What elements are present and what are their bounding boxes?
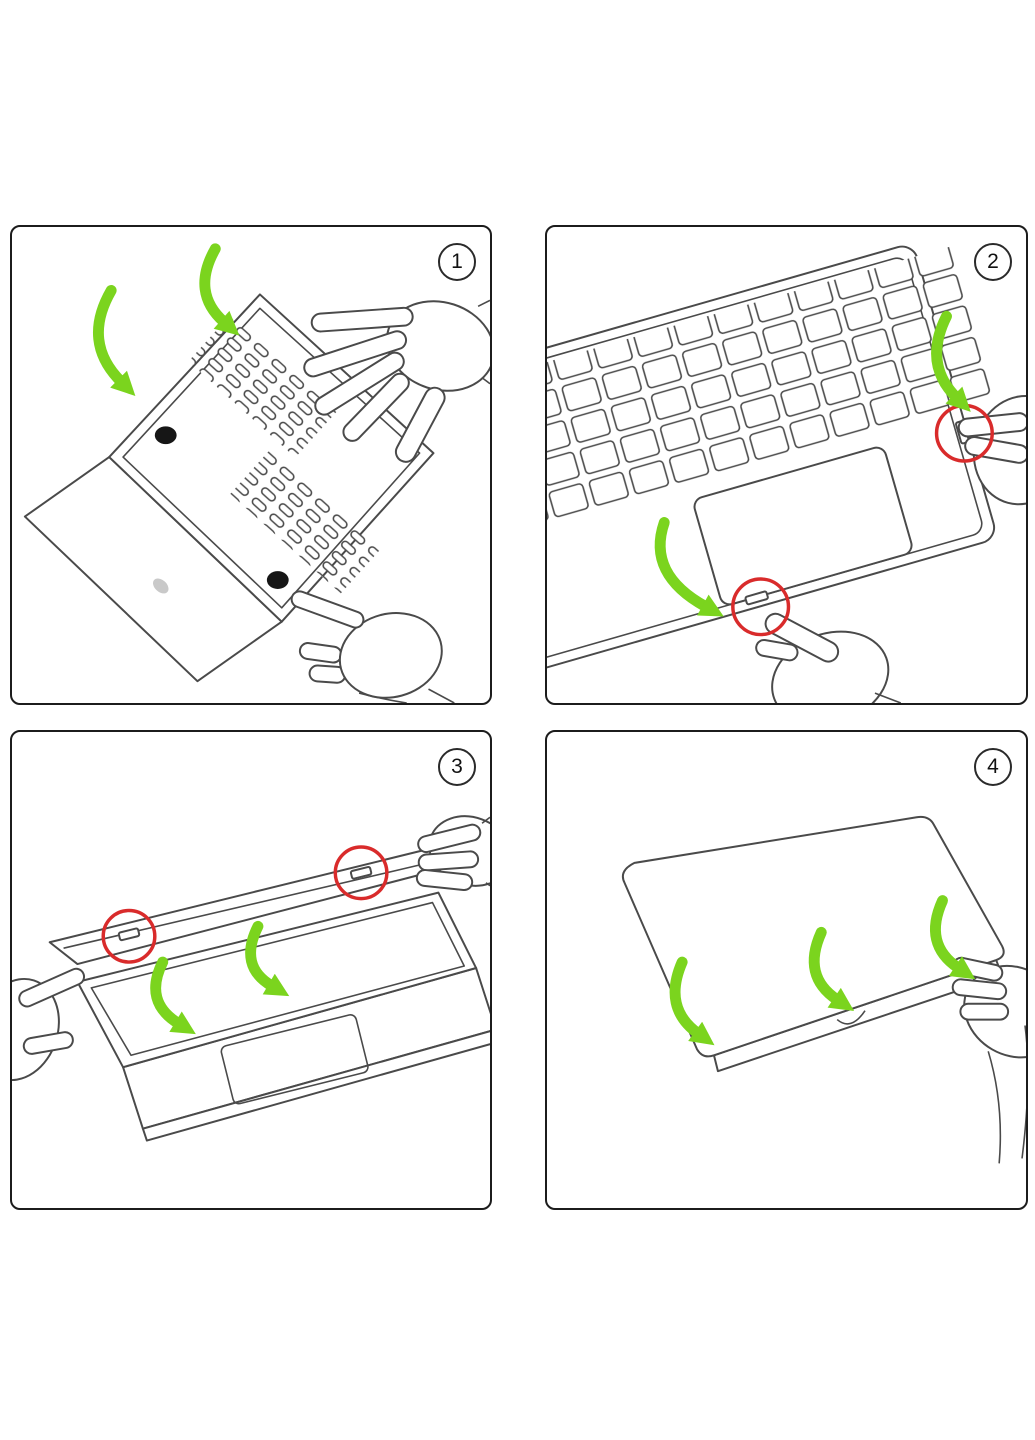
step-number: 3 [451,755,463,778]
keyboard-keys [547,246,994,529]
hand-pressing-bottom-edge [755,612,902,703]
step-number: 2 [987,250,999,273]
step-panel-4: 4 [545,730,1028,1210]
illustration-step-1 [23,243,490,703]
green-arrow-icon [654,517,724,617]
green-arrow-icon [808,926,855,1011]
logo-cutout [153,578,169,594]
step-panel-1: 1 [10,225,492,705]
rubber-foot [154,426,177,445]
step-panel-2: 2 [545,225,1028,705]
hand-holding-left [12,967,86,1082]
hand-holding-corner [290,590,455,703]
thumb-notch [836,1010,866,1025]
vent-grille-bottom [230,448,382,594]
illustration-step-2 [547,245,1026,703]
hand-holding-top-case [415,815,490,892]
step-panel-3: 3 [10,730,492,1210]
hand-pinching-right-edge [957,395,1026,506]
step-number-badge: 3 [438,748,476,786]
case-clip [349,865,373,880]
vent-grille-top [188,315,337,458]
illustration-step-3 [12,815,490,1142]
hand-pressing-top [303,299,490,463]
rubber-foot [266,571,289,589]
keyboard-deck [547,245,996,678]
step-number: 4 [987,755,999,778]
trackpad [693,446,913,606]
instruction-grid: 1 [10,225,1028,1210]
red-highlight-circle [101,908,157,964]
laptop-lid-closed [621,815,1005,1058]
hand-gripping-edge [951,956,1026,1164]
red-highlight-circle [731,577,791,637]
green-arrow-icon [931,310,971,412]
step-number-badge: 4 [974,748,1012,786]
case-clip [744,590,769,606]
step-number: 1 [451,250,463,273]
illustration-step-4 [621,815,1026,1164]
green-arrow-icon [150,956,196,1035]
trackpad [220,1014,369,1105]
screen-bezel-line [90,901,466,1057]
green-arrow-icon [245,920,290,997]
green-arrow-icon [199,243,240,336]
green-arrow-icon [93,285,136,397]
case-clip [117,927,141,942]
green-arrow-icon [930,895,976,980]
green-arrow-icon [669,956,715,1046]
step-number-badge: 2 [974,243,1012,281]
step-number-badge: 1 [438,243,476,281]
red-highlight-circle [333,845,389,901]
base-front-edge [141,1030,490,1142]
